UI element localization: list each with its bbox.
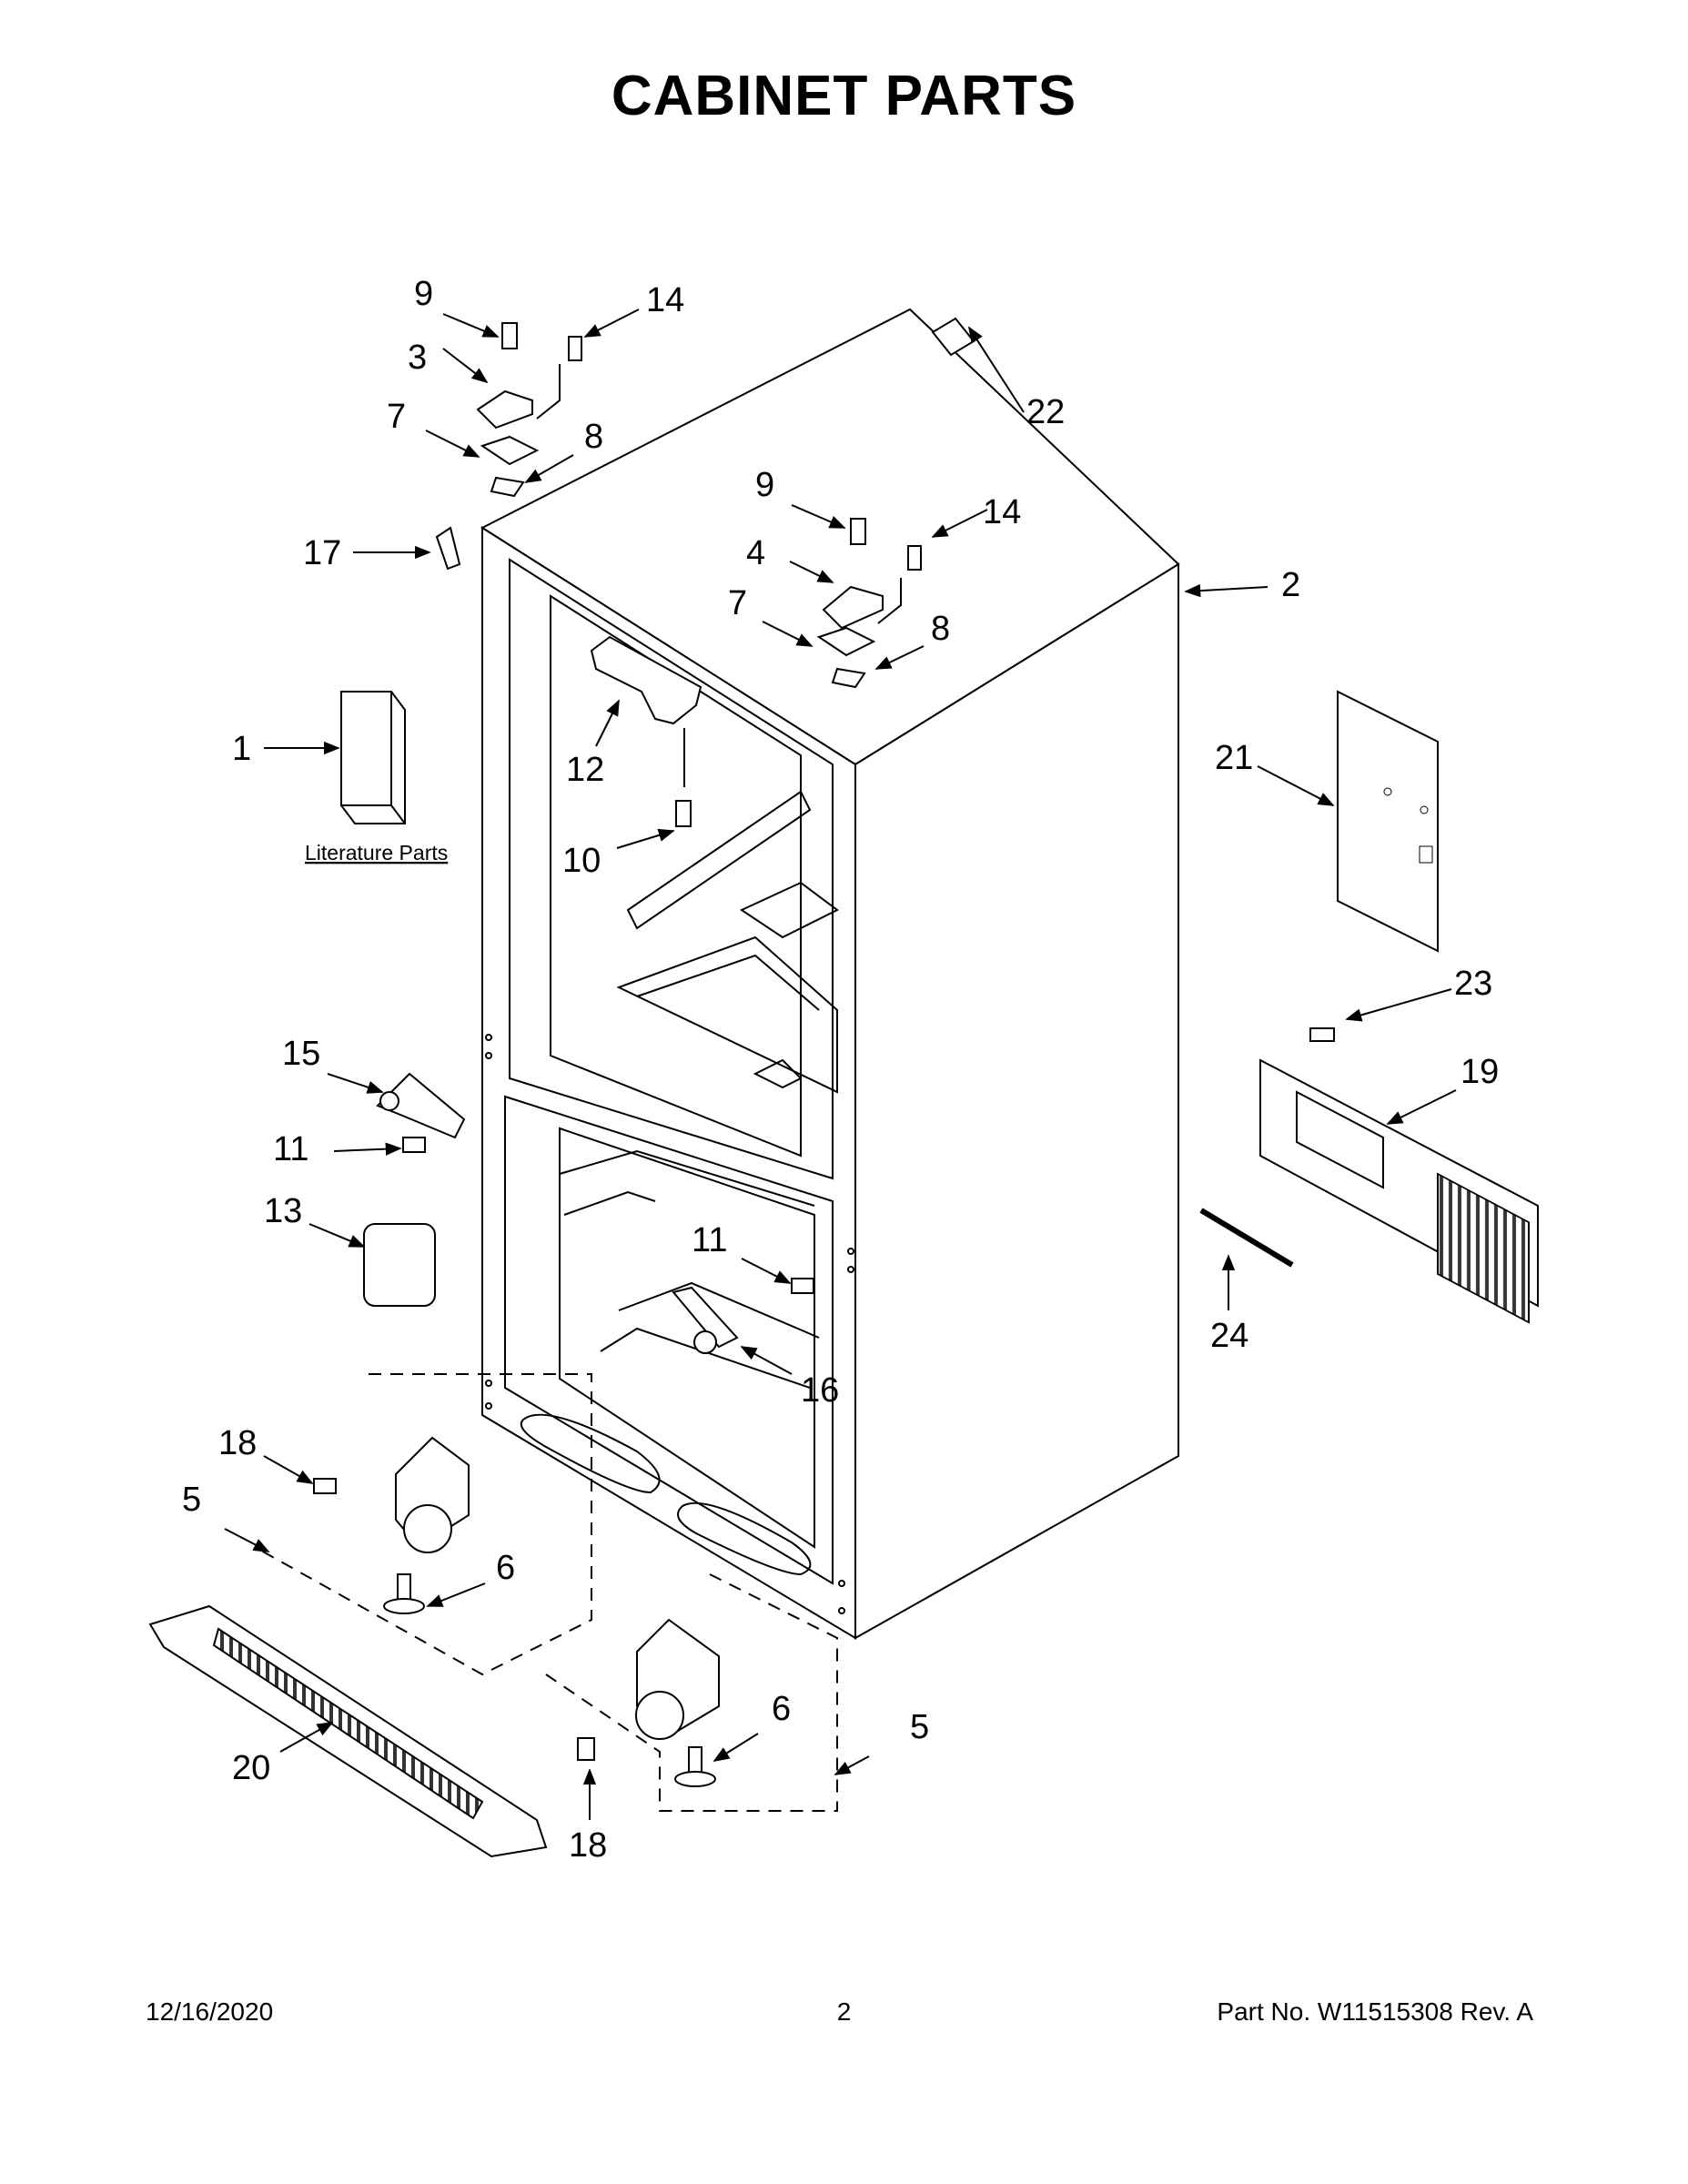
top-hinge-left — [476, 322, 582, 498]
roller-assembly-left — [254, 1373, 592, 1676]
callout-leaders — [224, 308, 1457, 1820]
footer-part-number: Part No. W11515308 Rev. A — [1217, 1997, 1533, 2026]
callout-label: 14 — [983, 493, 1021, 531]
part-10-screw — [675, 800, 692, 827]
callout-labels: 1 2 3 4 5 5 6 6 7 7 8 8 9 9 10 11 11 12 … — [182, 275, 1499, 1865]
part-12-bracket — [590, 635, 702, 787]
callout-label: 9 — [755, 466, 774, 504]
top-hinge-right — [816, 518, 922, 689]
callout-label: 8 — [931, 610, 950, 648]
part-20-base-grille — [148, 1604, 548, 1858]
callout-label: 5 — [910, 1708, 929, 1746]
part-16-lower-hinge — [672, 1278, 814, 1354]
callout-label: 14 — [646, 281, 684, 319]
callout-label: 22 — [1026, 393, 1065, 431]
callout-label: 2 — [1281, 566, 1300, 604]
footer-page-number: 2 — [836, 1997, 852, 2026]
callout-label: 12 — [566, 751, 604, 789]
callout-label: 8 — [584, 418, 603, 456]
callout-label: 6 — [772, 1690, 791, 1728]
callout-label: 7 — [387, 398, 406, 436]
part-24-strip — [1199, 1208, 1294, 1268]
callout-label: 23 — [1454, 965, 1492, 1003]
callout-label: 16 — [801, 1371, 839, 1410]
callout-label: 9 — [414, 275, 433, 313]
roller-assembly-right — [545, 1573, 838, 1812]
literature-parts-label: Literature Parts — [305, 841, 448, 864]
page-title: CABINET PARTS — [611, 65, 1077, 127]
part-15-center-hinge — [376, 1072, 466, 1153]
callout-label: 20 — [232, 1749, 270, 1787]
footer-date: 12/16/2020 — [146, 1997, 274, 2026]
callout-label: 3 — [408, 339, 427, 377]
callout-label: 24 — [1210, 1317, 1248, 1355]
callout-label: 17 — [303, 534, 341, 572]
part-21-panel — [1337, 690, 1439, 953]
callout-label: 21 — [1215, 739, 1253, 777]
callout-label: 18 — [569, 1826, 607, 1865]
part-19-machine-panel — [1259, 1058, 1539, 1324]
callout-label: 5 — [182, 1481, 201, 1519]
callout-label: 6 — [496, 1549, 515, 1587]
callout-label: 18 — [218, 1424, 257, 1462]
callout-label: 10 — [562, 842, 601, 880]
part-13-cover — [363, 1223, 436, 1307]
cabinet — [480, 308, 1180, 1640]
callout-label: 1 — [232, 730, 251, 768]
callout-label: 15 — [282, 1035, 320, 1073]
part-17-clip — [435, 526, 461, 571]
callout-label: 7 — [728, 584, 747, 622]
callout-label: 11 — [273, 1130, 308, 1168]
callout-label: 4 — [746, 534, 765, 572]
part-1-literature-box — [340, 691, 406, 824]
part-23-screw — [1309, 1027, 1335, 1042]
callout-label: 13 — [264, 1192, 302, 1230]
callout-label: 19 — [1461, 1053, 1499, 1091]
callout-label: 11 — [692, 1221, 727, 1259]
